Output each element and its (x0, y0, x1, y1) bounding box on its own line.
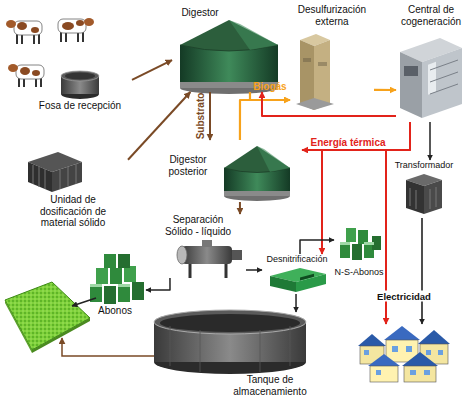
chp-unit-icon (400, 38, 462, 118)
plant-component: Tanque de almacenamiento (150, 312, 322, 402)
plant-component: Desulfurización externa (290, 4, 374, 112)
component-label: Unidad de dosificación de material sólid… (33, 194, 113, 229)
plant-component: Fosa de recepción (28, 66, 132, 114)
plant-component: Digestor posterior (160, 140, 302, 202)
plant-component: Desnitrificación (262, 254, 332, 294)
dosing-unit-icon (28, 152, 82, 192)
plant-component: Digestor (172, 6, 280, 92)
flow-connector (132, 60, 172, 80)
flow-label: Electricidad (376, 291, 432, 302)
field-icon (5, 282, 90, 353)
component-label: Fosa de recepción (28, 100, 132, 112)
plant-component: Central de cogeneración (396, 4, 466, 122)
component-label: Abonos (84, 305, 146, 317)
flow-label: Biogás (253, 81, 286, 92)
component-label: Digestor (174, 7, 226, 19)
flow-connector (300, 240, 334, 254)
cow-icon (6, 20, 42, 44)
power-line (421, 218, 423, 324)
fertilizer-bags-icon (340, 228, 381, 260)
plant-component: Unidad de dosificación de material sólid… (18, 148, 128, 232)
flow-label: Energía térmica (310, 137, 385, 148)
flow-connector (262, 92, 396, 116)
separator-icon (177, 240, 242, 278)
flow-connector (374, 89, 396, 91)
component-label: Tanque de almacenamiento (220, 374, 320, 397)
component-label: N-S-Abonos (334, 267, 384, 277)
component-label: Separación Sólido - líquido (158, 214, 238, 237)
flow-connector (209, 92, 211, 140)
flow-connector (128, 92, 190, 160)
fertilizer-bags-icon (90, 254, 144, 304)
flow-connector (295, 294, 297, 312)
component-label: Desulfurización externa (290, 4, 374, 27)
flow-connector (239, 202, 241, 214)
cow-icon (58, 18, 94, 42)
digester-icon (224, 146, 290, 201)
denitrification-unit-icon (270, 268, 326, 292)
flow-arrow (62, 338, 154, 356)
flow-connector (429, 122, 431, 160)
storage-tank-icon (154, 310, 306, 374)
transformer-icon (406, 174, 442, 214)
flow-connector (146, 278, 170, 290)
tank-icon (61, 71, 99, 99)
plant-component: Abonos (84, 252, 146, 318)
houses-icon (358, 326, 450, 382)
component-label: Desnitrificación (262, 254, 332, 264)
flow-connector (246, 269, 262, 271)
flow-connector (240, 100, 290, 140)
component-label: Digestor posterior (160, 154, 216, 177)
flow-connector (250, 92, 290, 100)
plant-component: Separación Sólido - líquido (150, 214, 246, 278)
component-label: Central de cogeneración (396, 4, 466, 27)
plant-component: N-S-Abonos (334, 224, 384, 280)
component-label: Transformador (392, 160, 456, 170)
tower-icon (296, 34, 334, 110)
plant-component: Transformador (392, 160, 456, 218)
cow-icon (8, 64, 44, 87)
flow-arrow (72, 298, 96, 306)
flow-label: Substrato (195, 93, 206, 140)
flow-connector (302, 122, 410, 150)
